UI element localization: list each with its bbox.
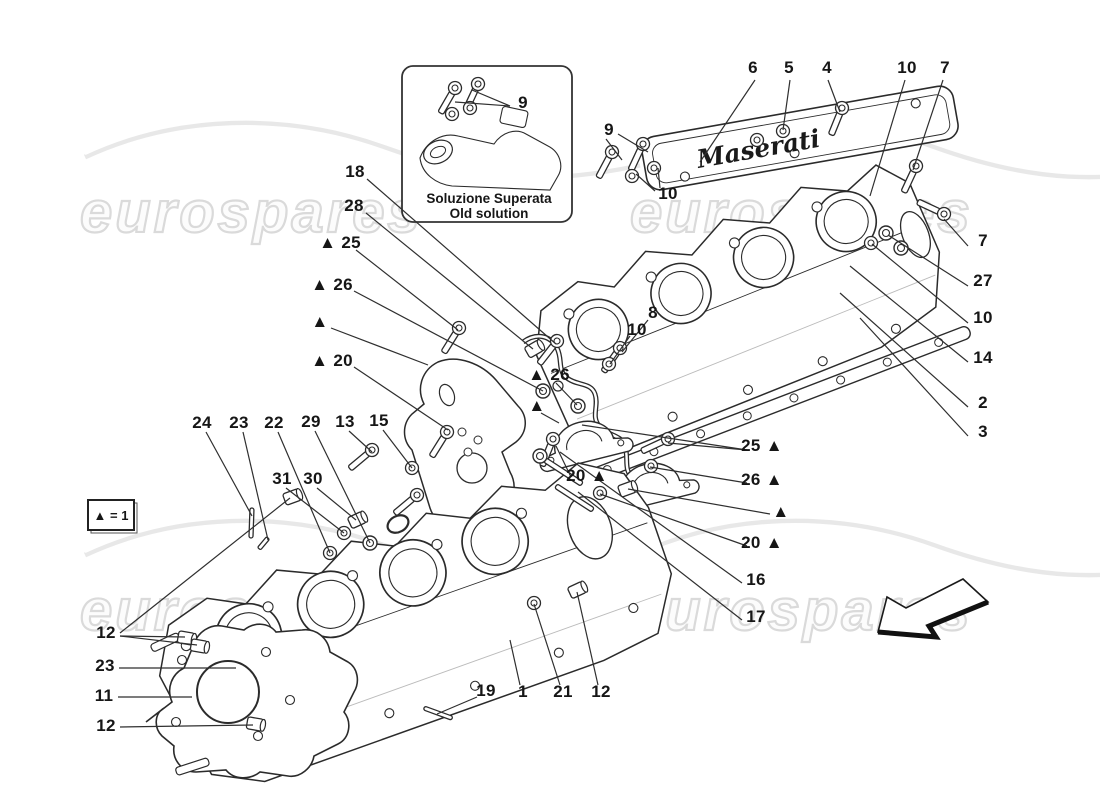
leader-line (314, 430, 371, 544)
leader-line (621, 319, 649, 353)
leader-line (509, 639, 521, 686)
inset-old-solution: Soluzione Superata Old solution (401, 65, 573, 223)
inset-caption-italian: Soluzione Superata (426, 191, 552, 206)
inset-caption-english: Old solution (450, 206, 529, 221)
leader-line (382, 429, 413, 469)
upper-cylinder-head-drawing (535, 164, 971, 483)
leader-line (859, 317, 969, 437)
leader-line (316, 487, 357, 521)
leader-line (635, 173, 656, 192)
leader-line (667, 442, 748, 451)
legend-box: ▲ = 1 (87, 499, 138, 534)
leader-line (627, 488, 771, 515)
leader-line (871, 243, 969, 324)
leader-line (454, 101, 511, 107)
leader-line (119, 724, 254, 728)
leader-line (205, 431, 253, 517)
leader-lines (118, 79, 969, 728)
leader-line (119, 497, 291, 634)
leader-line (119, 635, 198, 646)
leader-line (869, 79, 906, 197)
legend-text: ▲ = 1 (94, 508, 129, 523)
leader-line (581, 424, 748, 451)
head-gasket-drawing (145, 623, 359, 779)
leader-line (577, 491, 743, 621)
leader-line (912, 79, 944, 171)
leader-line (242, 431, 269, 541)
leader-line (699, 79, 756, 163)
leader-line (119, 635, 186, 638)
leader-line (366, 178, 557, 345)
leader-line (285, 487, 345, 534)
leader-line (555, 382, 578, 406)
leader-line (609, 335, 631, 365)
leader-line (617, 133, 649, 153)
hardware-layer (176, 98, 954, 733)
leader-line (533, 603, 561, 686)
leader-line (330, 327, 429, 366)
leader-line (839, 292, 969, 408)
leader-line (576, 591, 599, 686)
leader-line (436, 696, 478, 715)
leader-line (649, 466, 748, 484)
leader-line (353, 366, 449, 431)
valve-cover-drawing: Maserati (641, 85, 959, 191)
leader-line (355, 249, 459, 331)
watermark-text: eurospares (80, 180, 423, 245)
leader-line (943, 218, 969, 247)
leader-line (348, 430, 373, 453)
leader-line (827, 79, 841, 113)
leader-line (782, 79, 791, 131)
leader-line (277, 431, 331, 554)
bracket-drawing (403, 358, 526, 530)
leader-line (887, 234, 969, 287)
leader-line (605, 138, 623, 161)
direction-arrow (876, 578, 990, 640)
leader-line (555, 445, 572, 478)
leader-line (540, 412, 560, 424)
leader-line (599, 493, 748, 547)
leader-line (353, 290, 544, 392)
leader-line (559, 451, 743, 584)
leader-line (849, 265, 969, 363)
leader-line (471, 89, 511, 107)
leader-line (657, 167, 661, 189)
leader-line (365, 212, 534, 350)
